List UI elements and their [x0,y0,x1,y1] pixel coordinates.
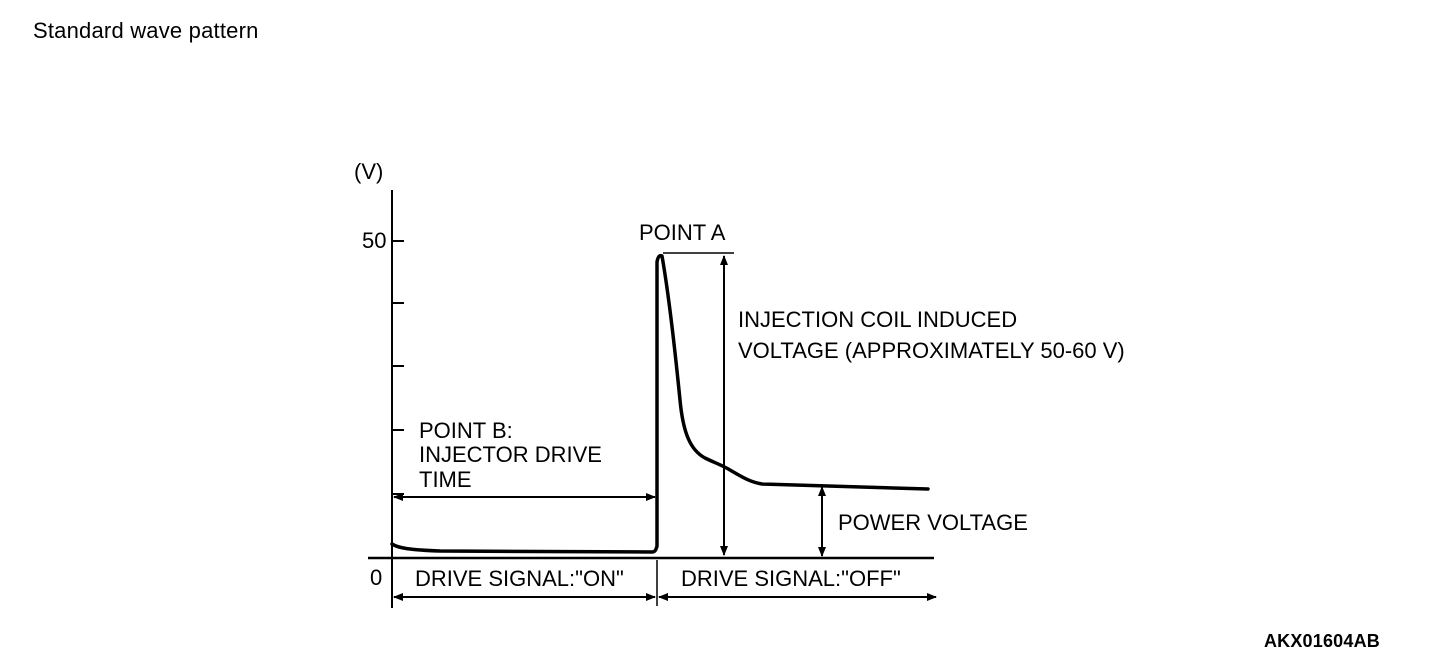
point-b-label-line1: POINT B: [419,418,513,443]
page-title: Standard wave pattern [33,18,259,43]
coil-voltage-label-line2: VOLTAGE (APPROXIMATELY 50-60 V) [738,338,1125,363]
drive-signal-on-label: DRIVE SIGNAL:"ON" [415,566,624,591]
point-b-label-line3: TIME [419,467,472,492]
coil-voltage-label-line1: INJECTION COIL INDUCED [738,307,1017,332]
y-tick-label-50: 50 [362,228,386,253]
power-voltage-label: POWER VOLTAGE [838,510,1028,535]
figure-code: AKX01604AB [1263,631,1380,651]
y-axis-unit-label: (V) [354,159,383,184]
point-b-label-line2: INJECTOR DRIVE [419,442,602,467]
y-tick-label-0: 0 [370,565,382,590]
axes [368,190,934,608]
drive-signal-off-label: DRIVE SIGNAL:"OFF" [681,566,901,591]
injector-waveform [390,253,930,554]
point-a-label: POINT A [639,220,726,245]
